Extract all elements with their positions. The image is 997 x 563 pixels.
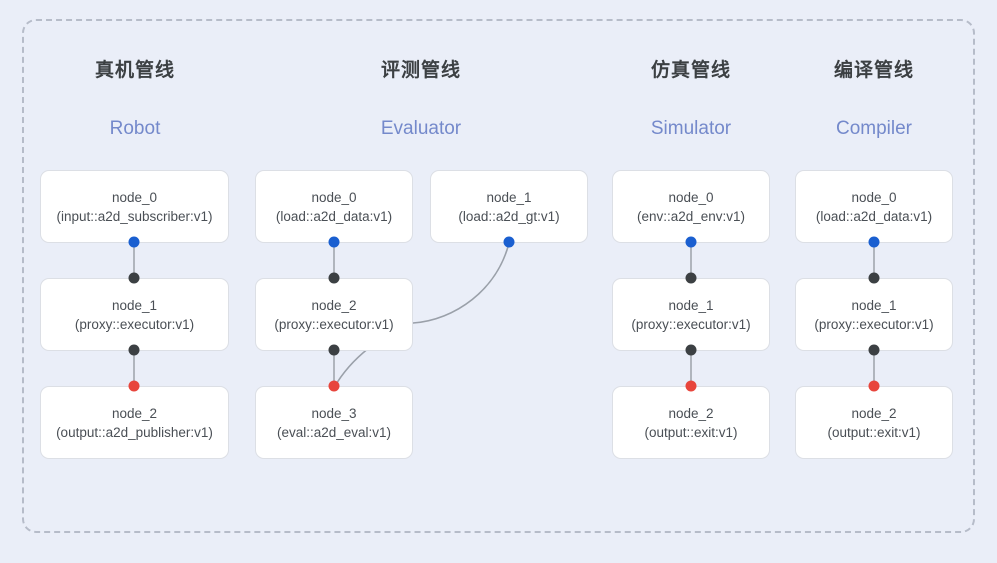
column-title-cn-robot: 真机管线 (94, 60, 175, 81)
port-output-simulator-1[interactable] (685, 344, 697, 356)
port-output-compiler-0[interactable] (868, 236, 880, 248)
port-output-evaluator-0[interactable] (328, 236, 340, 248)
node-label-type: (eval::a2d_eval:v1) (276, 424, 392, 440)
node-label-type: (proxy::executor:v1) (631, 316, 751, 332)
node-label-type: (output::exit:v1) (644, 424, 738, 440)
column-header-compiler: 编译管线 Compiler (779, 60, 969, 140)
node-evaluator-3[interactable]: node_3 (eval::a2d_eval:v1) (255, 386, 413, 459)
port-output-evaluator-1[interactable] (503, 236, 515, 248)
column-title-cn-compiler: 编译管线 (833, 60, 914, 81)
node-simulator-0[interactable]: node_0 (env::a2d_env:v1) (612, 170, 770, 243)
node-label-name: node_2 (851, 405, 897, 421)
node-label-name: node_3 (311, 405, 357, 421)
node-label-name: node_1 (486, 189, 532, 205)
port-input-compiler-1[interactable] (868, 272, 880, 284)
column-title-cn-evaluator: 评测管线 (380, 60, 461, 81)
port-input-evaluator-2[interactable] (328, 272, 340, 284)
node-label-type: (input::a2d_subscriber:v1) (56, 208, 213, 224)
port-input-evaluator-3[interactable] (328, 380, 340, 392)
column-header-robot: 真机管线 Robot (40, 60, 230, 140)
node-label-name: node_2 (111, 405, 158, 421)
node-label-type: (load::a2d_gt:v1) (458, 208, 560, 224)
node-label-name: node_2 (668, 405, 714, 421)
column-title-en-evaluator: Evaluator (380, 118, 462, 139)
node-compiler-2[interactable]: node_2 (output::exit:v1) (795, 386, 953, 459)
port-output-robot-1[interactable] (128, 344, 140, 356)
node-compiler-0[interactable]: node_0 (load::a2d_data:v1) (795, 170, 953, 243)
node-label-type: (output::exit:v1) (827, 424, 921, 440)
column-title-en-simulator: Simulator (650, 118, 732, 139)
node-label-name: node_2 (311, 297, 357, 313)
port-input-compiler-2[interactable] (868, 380, 880, 392)
node-label-type: (proxy::executor:v1) (74, 316, 195, 332)
node-label-name: node_0 (311, 189, 357, 205)
node-robot-0[interactable]: node_0 (input::a2d_subscriber:v1) (40, 170, 229, 243)
node-evaluator-0[interactable]: node_0 (load::a2d_data:v1) (255, 170, 413, 243)
port-output-robot-0[interactable] (128, 236, 140, 248)
node-label-name: node_1 (851, 297, 897, 313)
node-label-name: node_1 (111, 297, 158, 313)
node-compiler-1[interactable]: node_1 (proxy::executor:v1) (795, 278, 953, 351)
node-robot-2[interactable]: node_2 (output::a2d_publisher:v1) (40, 386, 229, 459)
node-label-type: (proxy::executor:v1) (814, 316, 934, 332)
port-input-simulator-1[interactable] (685, 272, 697, 284)
node-label-name: node_1 (668, 297, 714, 313)
node-evaluator-2[interactable]: node_2 (proxy::executor:v1) (255, 278, 413, 351)
port-output-compiler-1[interactable] (868, 344, 880, 356)
port-input-simulator-2[interactable] (685, 380, 697, 392)
node-label-type: (proxy::executor:v1) (274, 316, 394, 332)
column-title-en-compiler: Compiler (835, 118, 913, 139)
port-input-robot-2[interactable] (128, 380, 140, 392)
node-robot-1[interactable]: node_1 (proxy::executor:v1) (40, 278, 229, 351)
pipeline-group-frame (22, 19, 975, 533)
node-label-type: (load::a2d_data:v1) (815, 208, 933, 224)
node-label-type: (output::a2d_publisher:v1) (56, 424, 213, 440)
column-title-cn-simulator: 仿真管线 (650, 60, 731, 81)
column-header-evaluator: 评测管线 Evaluator (326, 60, 516, 140)
node-label-name: node_0 (668, 189, 714, 205)
node-evaluator-1[interactable]: node_1 (load::a2d_gt:v1) (430, 170, 588, 243)
port-output-simulator-0[interactable] (685, 236, 697, 248)
column-header-simulator: 仿真管线 Simulator (596, 60, 786, 140)
node-label-name: node_0 (851, 189, 897, 205)
node-simulator-1[interactable]: node_1 (proxy::executor:v1) (612, 278, 770, 351)
port-output-evaluator-2[interactable] (328, 344, 340, 356)
node-simulator-2[interactable]: node_2 (output::exit:v1) (612, 386, 770, 459)
node-label-name: node_0 (111, 189, 158, 205)
node-label-type: (env::a2d_env:v1) (636, 208, 746, 224)
node-label-type: (load::a2d_data:v1) (275, 208, 393, 224)
column-title-en-robot: Robot (109, 118, 161, 139)
port-input-robot-1[interactable] (128, 272, 140, 284)
